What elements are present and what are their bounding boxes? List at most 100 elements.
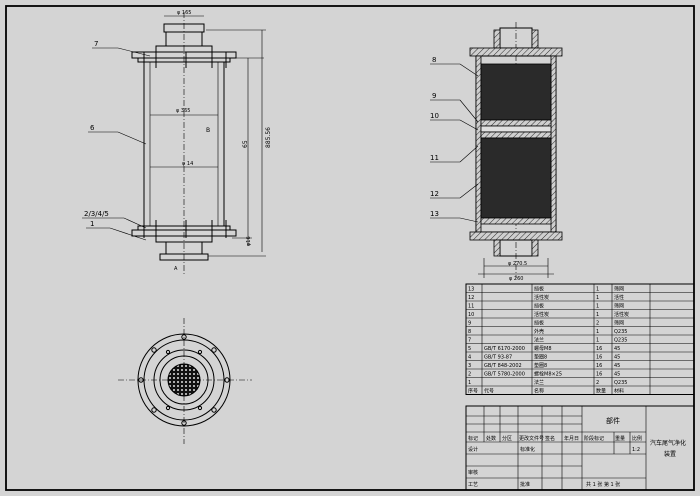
- bom-cell-name: 活性炭: [534, 311, 549, 318]
- bom-cell-mat: 45: [614, 363, 620, 369]
- bom-cell-name: 螺母M8: [534, 345, 552, 352]
- bom-cell-no: 13: [468, 287, 474, 293]
- front-dim-height-inner: 65: [242, 140, 249, 148]
- bom-cell-no: 9: [468, 321, 471, 327]
- bom-cell-name: 外壳: [534, 328, 544, 335]
- front-label-d: B: [206, 127, 210, 134]
- title-block: 部件 汽车尾气净化 装置 标记 处数 分区 更改文件号 签名 年月日 设计 标准…: [465, 405, 695, 491]
- bom-cell-mat: Q235: [614, 380, 627, 386]
- front-dim-inner: φ 365: [176, 108, 190, 114]
- bom-cell-qty: 数量: [596, 388, 606, 395]
- front-dim-bottom: φ16: [246, 236, 252, 246]
- bom-cell-mat: 材料: [614, 388, 624, 395]
- bom-cell-qty: 1: [596, 295, 599, 301]
- front-label-bottom: A: [174, 266, 178, 272]
- bom-cell-mat: Q235: [614, 329, 627, 335]
- tb-approve: 批准: [520, 481, 530, 488]
- bom-cell-no: 10: [468, 312, 474, 318]
- bom-cell-code: GB/T 93-87: [484, 355, 512, 361]
- front-dim-center: φ 14: [182, 161, 193, 167]
- front-dim-height-total: 885.56: [265, 127, 272, 148]
- bom-cell-no: 11: [468, 304, 474, 310]
- tb-zone: 分区: [502, 435, 512, 442]
- bom-cell-no: 8: [468, 329, 471, 335]
- bom-frame: [465, 283, 695, 395]
- section-callout-9: 9: [432, 92, 436, 100]
- section-callout-12: 12: [430, 190, 439, 198]
- bom-cell-code: GB/T 6170-2000: [484, 346, 525, 352]
- tb-title-2: 装置: [664, 450, 676, 458]
- tb-sheets: 共 1 张 第 1 张: [586, 481, 620, 488]
- tb-count: 处数: [486, 435, 496, 442]
- bom-cell-mat: 活性炭: [614, 311, 629, 318]
- bom-cell-name: 法兰: [534, 379, 544, 386]
- bom-cell-code: GB/T 5780-2000: [484, 372, 525, 378]
- bom-cell-qty: 16: [596, 363, 602, 369]
- sheet-border: [5, 5, 695, 491]
- bom-cell-qty: 16: [596, 346, 602, 352]
- bom-cell-name: 法兰: [534, 337, 544, 344]
- tb-title-1: 汽车尾气净化: [650, 439, 686, 447]
- front-view: φ 365 φ 14 B A φ 165 65 885.56 φ16: [82, 10, 272, 274]
- section-dim-base: φ 260: [509, 276, 523, 282]
- bom-cell-qty: 1: [596, 338, 599, 344]
- bom-cell-no: 12: [468, 295, 474, 301]
- front-callout-6: 6: [90, 124, 95, 132]
- bom-cell-qty: 1: [596, 304, 599, 310]
- section-callout-11: 11: [430, 154, 439, 162]
- bom-cell-name: 挡板: [534, 286, 544, 293]
- bom-cell-no: 7: [468, 338, 471, 344]
- bom-cell-name: 挡板: [534, 320, 544, 327]
- bom-cell-qty: 16: [596, 355, 602, 361]
- bom-cell-mat: 45: [614, 346, 620, 352]
- bom-cell-qty: 16: [596, 372, 602, 378]
- bom-cell-qty: 2: [596, 321, 599, 327]
- tb-weight: 重量: [615, 435, 625, 442]
- bom-cell-name: 名称: [534, 388, 544, 395]
- carbon-upper: [480, 63, 552, 121]
- bom-cell-mat: 筛网: [614, 286, 624, 293]
- bom-cell-no: 4: [468, 355, 471, 361]
- bom-cell-qty: 1: [596, 312, 599, 318]
- tb-standardize: 标准化: [520, 446, 535, 453]
- bom-cell-name: 活性炭: [534, 294, 549, 301]
- tb-sign: 签名: [545, 435, 555, 442]
- tb-scale: 1:2: [632, 447, 640, 453]
- bom-cell-qty: 2: [596, 380, 599, 386]
- bom-cell-mat: 45: [614, 372, 620, 378]
- section-callout-13: 13: [430, 210, 439, 218]
- bom-cell-name: 垫圈8: [534, 354, 547, 361]
- section-callout-8: 8: [432, 56, 436, 64]
- bom-cell-no: 序号: [468, 388, 478, 395]
- tb-stage: 阶段标记: [584, 435, 604, 442]
- bom-cell-code: GB/T 848-2002: [484, 363, 522, 369]
- bom-cell-mat: 筛网: [614, 303, 624, 310]
- tb-mark: 标记: [468, 435, 478, 442]
- tb-ratio: 比例: [632, 435, 642, 442]
- bom-cell-qty: 1: [596, 329, 599, 335]
- section-callout-10: 10: [430, 112, 439, 120]
- tb-design: 设计: [468, 446, 478, 453]
- section-view: φ 270.5 φ 260 8 9 10 11 12 13: [430, 22, 563, 282]
- filter-mesh: [167, 363, 201, 397]
- front-dim-top: φ 165: [177, 10, 191, 16]
- bom-cell-code: 代号: [484, 388, 494, 395]
- tb-part: 部件: [606, 416, 620, 425]
- bom-cell-mat: 筛网: [614, 320, 624, 327]
- tb-change: 更改文件号: [519, 435, 544, 442]
- tb-process: 工艺: [468, 482, 478, 488]
- bom-cell-qty: 1: [596, 287, 599, 293]
- front-callout-7: 7: [94, 40, 98, 48]
- bom-cell-no: 2: [468, 372, 471, 378]
- tb-review: 审核: [468, 469, 478, 476]
- bom-cell-no: 5: [468, 346, 471, 352]
- bom-cell-name: 垫圈8: [534, 362, 547, 369]
- bom-cell-mat: 45: [614, 355, 620, 361]
- bom-cell-no: 3: [468, 363, 471, 369]
- bom-cell-mat: Q235: [614, 338, 627, 344]
- bom-cell-no: 1: [468, 380, 471, 386]
- bom-cell-name: 螺栓M8×25: [534, 371, 562, 378]
- top-view: [118, 318, 252, 444]
